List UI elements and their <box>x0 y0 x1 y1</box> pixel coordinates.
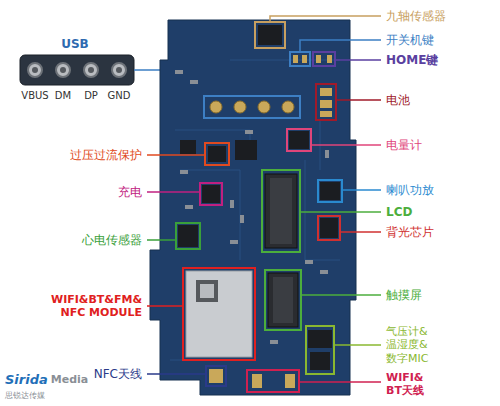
part-label: LCD <box>386 205 412 219</box>
part-label: 心电传感器 <box>82 233 142 247</box>
connector-title: USB <box>61 37 89 51</box>
part-label: 过压过流保护 <box>70 148 142 162</box>
usb-header <box>20 55 134 85</box>
part-label: WIFI&BT&FM& NFC MODULE <box>42 293 142 319</box>
module-qr-inner <box>200 284 214 298</box>
leader-lines <box>147 16 381 382</box>
part-label: NFC天线 <box>94 367 142 381</box>
part-label: 背光芯片 <box>386 225 434 239</box>
pcb-board <box>150 20 356 395</box>
part-label: 触摸屏 <box>386 288 422 302</box>
usb-pin-holes <box>32 67 122 73</box>
part-label: 喇叭功放 <box>386 183 434 197</box>
part-label: 气压计& 温湿度& 数字MIC <box>386 325 428 365</box>
touch-connector-inner <box>273 277 293 323</box>
watermark: Sirida <box>5 372 48 388</box>
module-qr-code <box>196 280 218 302</box>
watermark: Media <box>51 373 88 386</box>
chips <box>178 25 340 370</box>
part-label: 充电 <box>118 185 142 199</box>
part-label: 电池 <box>386 93 410 107</box>
usb-pins <box>28 63 126 77</box>
part-label: HOME键 <box>386 53 438 67</box>
pin-name: VBUS <box>21 90 48 102</box>
part-label: 九轴传感器 <box>386 9 446 23</box>
usb-pads <box>210 101 294 113</box>
watermark: 思锐达传媒 <box>5 391 45 401</box>
wifi-module-shield <box>186 271 252 357</box>
touch-connector <box>268 273 298 327</box>
part-label: WIFI& BT天线 <box>386 371 424 397</box>
pcb-traces <box>170 60 340 360</box>
pin-name: DM <box>55 90 71 102</box>
lcd-connector-inner <box>270 178 292 244</box>
pin-name: DP <box>84 90 98 102</box>
part-label: 开关机键 <box>386 33 434 47</box>
part-label: 电量计 <box>386 138 422 152</box>
battery-pads <box>320 88 332 117</box>
pin-name: GND <box>108 90 131 102</box>
lcd-connector <box>265 174 297 248</box>
highlight-boxes <box>176 22 342 392</box>
